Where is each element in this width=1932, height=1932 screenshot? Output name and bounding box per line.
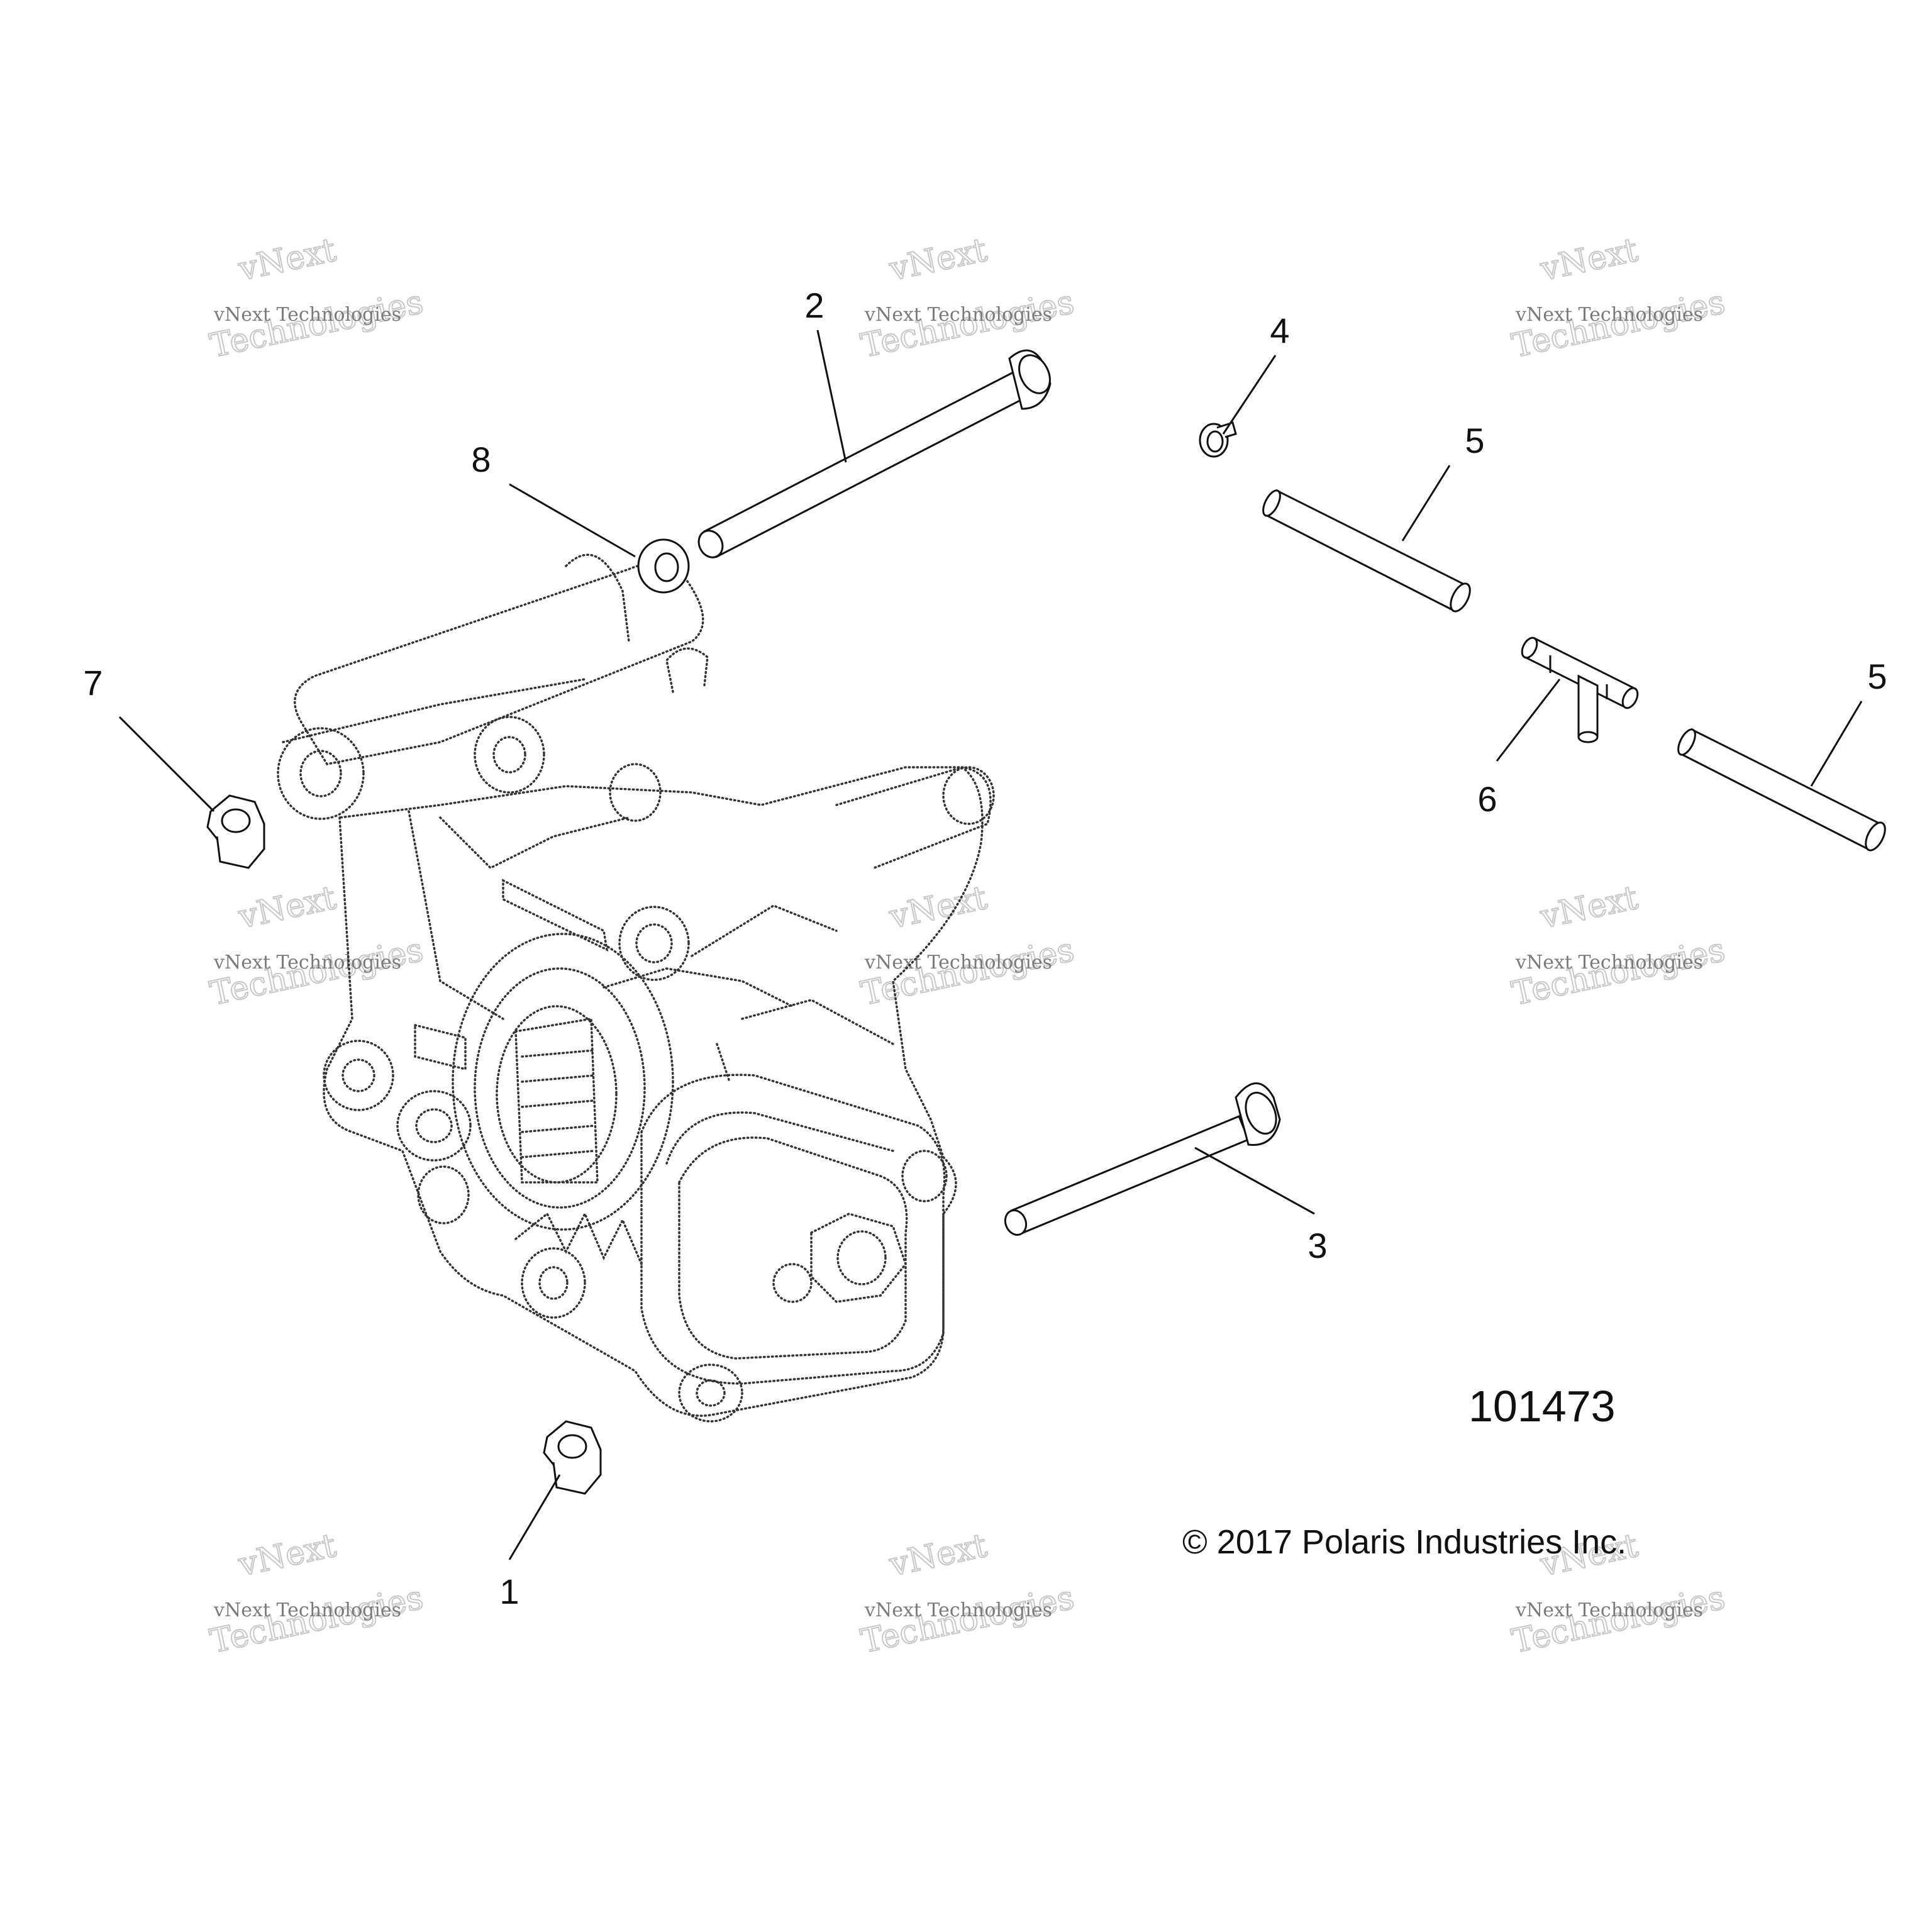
watermark-big-line1: vNext (235, 1526, 340, 1584)
bolt-part-3 (1004, 1082, 1281, 1236)
clamp-part-4 (1199, 421, 1237, 458)
watermark-big-line1: vNext (235, 231, 340, 288)
hose-part-5b (1677, 728, 1886, 852)
transmission-housing-drawing (277, 553, 995, 1423)
watermark-big-line1: vNext (1537, 879, 1641, 936)
callout-6: 6 (1477, 779, 1497, 819)
nut-part-1 (543, 1420, 602, 1495)
watermark-big-line1: vNext (235, 879, 340, 936)
watermark-small: vNext Technologies (864, 1599, 1052, 1621)
callout-labels: 1 2 3 4 5 5 6 7 8 (83, 286, 1887, 1611)
callout-5a: 5 (1465, 421, 1484, 460)
callout-1: 1 (499, 1572, 519, 1611)
tee-fitting-part-6 (1521, 636, 1639, 743)
watermark-small: vNext Technologies (1515, 1599, 1703, 1621)
bolt-part-2 (697, 349, 1052, 558)
nut-part-7 (206, 794, 265, 869)
watermark-big-line1: vNext (886, 1526, 991, 1584)
washer-part-8 (637, 538, 690, 594)
watermark-small: vNext Technologies (213, 304, 401, 326)
leader-lines (118, 330, 1863, 1560)
watermark-big-line1: vNext (1537, 231, 1641, 288)
callout-7: 7 (83, 663, 103, 702)
copyright-text: © 2017 Polaris Industries Inc. (1182, 1523, 1626, 1561)
watermark-small: vNext Technologies (1515, 952, 1703, 974)
watermark-big-line1: vNext (886, 879, 991, 936)
callout-2: 2 (804, 286, 824, 325)
watermark-small: vNext Technologies (213, 952, 401, 974)
watermark-small: vNext Technologies (864, 304, 1052, 326)
callout-4: 4 (1270, 311, 1289, 350)
callout-8: 8 (471, 440, 491, 479)
watermark-small: vNext Technologies (1515, 304, 1703, 326)
figure-number: 101473 (1468, 1382, 1616, 1431)
watermark-small: vNext Technologies (213, 1599, 401, 1621)
watermark-small: vNext Technologies (864, 952, 1052, 974)
hose-part-5a (1262, 489, 1471, 613)
callout-3: 3 (1307, 1226, 1327, 1265)
watermark-big-line1: vNext (886, 231, 991, 288)
callout-5b: 5 (1867, 657, 1887, 696)
